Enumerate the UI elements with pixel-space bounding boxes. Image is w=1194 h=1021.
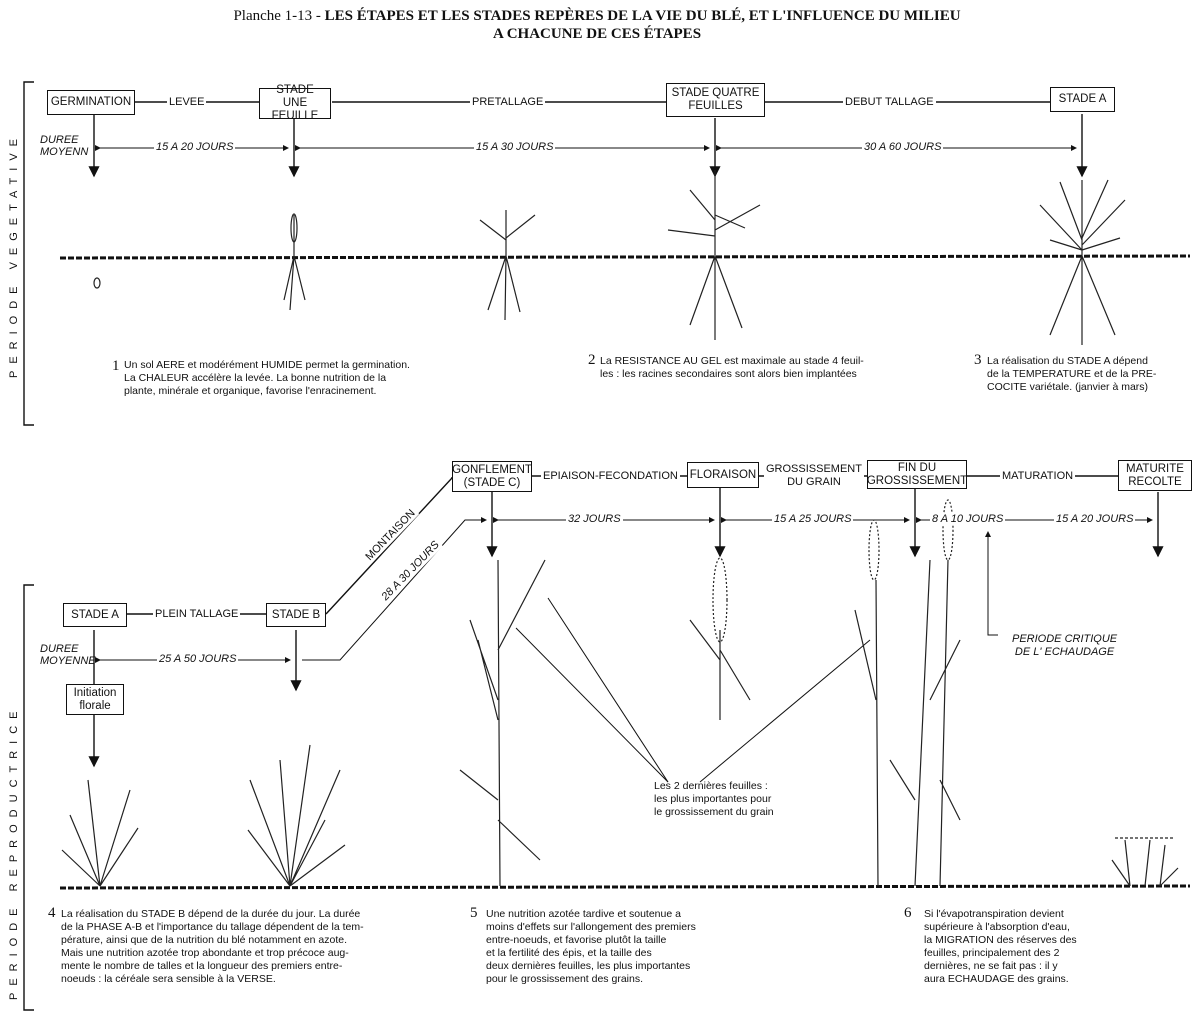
note-6: Si l'évapotranspiration devient supérieu… — [924, 908, 1077, 986]
stage-b: STADE B — [266, 603, 326, 627]
stage-floraison: FLORAISON — [687, 462, 759, 488]
duration-levee: 15 A 20 JOURS — [154, 141, 235, 153]
duration-maturation: 15 A 20 JOURS — [1054, 513, 1135, 525]
vegetative-bracket — [24, 82, 34, 425]
note-2: La RESISTANCE AU GEL est maximale au sta… — [600, 355, 864, 381]
stage-gonflement: GONFLEMENT (STADE C) — [452, 461, 532, 492]
duration-fin-grossissement: 8 A 10 JOURS — [930, 513, 1005, 525]
duration-epiaison: 32 JOURS — [566, 513, 623, 525]
note-number-4: 4 — [48, 905, 56, 922]
note-4: La réalisation du STADE B dépend de la d… — [61, 908, 364, 986]
stage-maturite-recolte: MATURITE RECOLTE — [1118, 460, 1192, 491]
stage-une-feuille: STADE UNE FEUILLE — [259, 88, 331, 119]
duration-pretallage: 15 A 30 JOURS — [474, 141, 555, 153]
note-3: La réalisation du STADE A dépend de la T… — [987, 355, 1156, 394]
transition-levee: LEVEE — [167, 96, 206, 108]
duration-plein-tallage: 25 A 50 JOURS — [157, 653, 238, 665]
side-label-reproductive: PERIODE REPRODUCTRICE — [8, 704, 20, 1000]
transition-plein-tallage: PLEIN TALLAGE — [153, 608, 240, 620]
duration-grossissement: 15 A 25 JOURS — [772, 513, 853, 525]
transition-epiaison: EPIAISON-FECONDATION — [541, 470, 680, 482]
plant-illustrations — [62, 170, 1178, 886]
note-number-6: 6 — [904, 905, 912, 922]
stage-a-reproductive: STADE A — [63, 603, 127, 627]
note-5: Une nutrition azotée tardive et soutenue… — [486, 908, 696, 986]
note-number-3: 3 — [974, 352, 982, 369]
soil-line-top — [60, 256, 1190, 258]
stage-initiation-florale: Initiation florale — [66, 684, 124, 715]
note-1: Un sol AERE et modérément HUMIDE permet … — [124, 359, 410, 398]
note-number-1: 1 — [112, 358, 120, 375]
note-number-2: 2 — [588, 352, 596, 369]
stage-a-vegetative: STADE A — [1050, 87, 1115, 112]
note-number-5: 5 — [470, 905, 478, 922]
duree-label-vegetative: DUREE MOYENN — [38, 134, 90, 158]
stage-fin-grossissement: FIN DU GROSSISSEMENT — [867, 460, 967, 489]
transition-pretallage: PRETALLAGE — [470, 96, 545, 108]
transition-grossissement: GROSSISSEMENT DU GRAIN — [764, 463, 864, 489]
transition-debut-tallage: DEBUT TALLAGE — [843, 96, 936, 108]
reproductive-bracket — [24, 585, 34, 1010]
side-label-vegetative: PERIODE VEGETATIVE — [8, 132, 20, 378]
duration-debut-tallage: 30 A 60 JOURS — [862, 141, 943, 153]
transition-maturation: MATURATION — [1000, 470, 1075, 482]
stage-germination: GERMINATION — [47, 90, 135, 115]
critical-period-label: PERIODE CRITIQUE DE L' ECHAUDAGE — [1010, 633, 1119, 659]
duree-label-reproductive: DUREE MOYENNE — [38, 643, 98, 667]
leaves-note: Les 2 dernières feuilles : les plus impo… — [654, 780, 774, 819]
stage-quatre-feuilles: STADE QUATRE FEUILLES — [666, 83, 765, 117]
soil-line-bottom — [60, 886, 1190, 888]
